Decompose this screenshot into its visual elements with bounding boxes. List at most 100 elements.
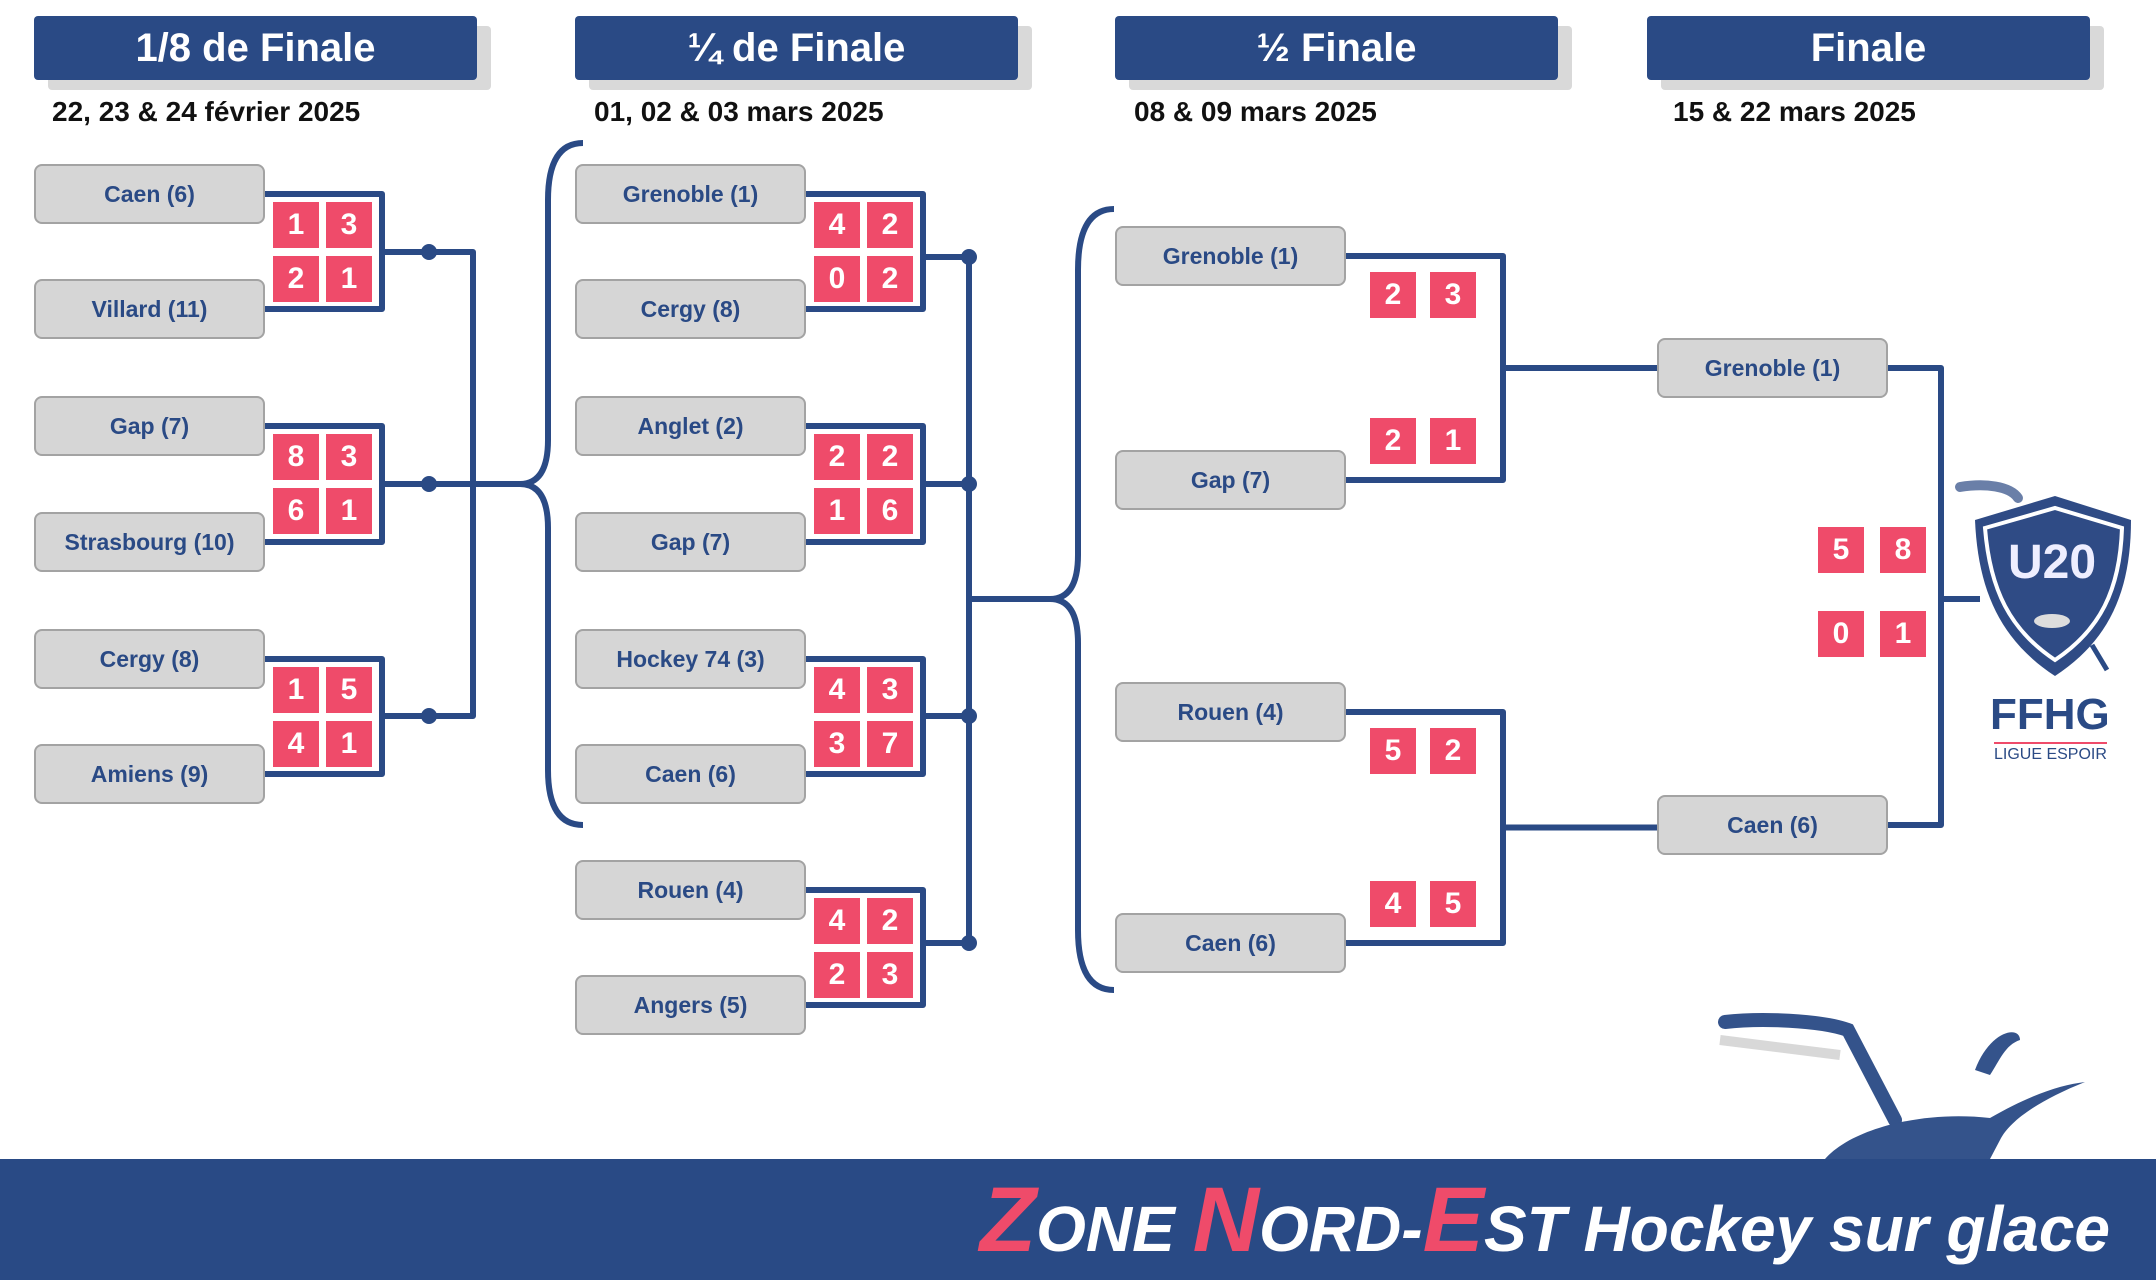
connector-dot <box>421 708 437 724</box>
score-cell: 2 <box>1370 272 1416 318</box>
team-box[interactable]: Gap (7) <box>1115 450 1346 510</box>
connector-dot <box>961 476 977 492</box>
qf-connector <box>924 254 972 946</box>
match-bracket <box>806 887 926 1008</box>
score-cell: 2 <box>814 434 860 480</box>
footer-banner <box>0 1159 2156 1280</box>
match-bracket <box>265 656 385 777</box>
score-cell: 2 <box>867 202 913 248</box>
score-cell: 1 <box>273 667 319 713</box>
score-cell: 3 <box>867 952 913 998</box>
score-cell: 2 <box>1370 418 1416 464</box>
hockey-stick-decoration <box>1718 1013 2085 1159</box>
team-box[interactable]: Caen (6) <box>34 164 265 224</box>
score-cell: 1 <box>1430 418 1476 464</box>
banner-letter: N <box>1192 1169 1260 1271</box>
banner-word: ORD- <box>1259 1193 1423 1265</box>
connector-dot <box>961 935 977 951</box>
team-box[interactable]: Grenoble (1) <box>575 164 806 224</box>
score-cell: 2 <box>273 256 319 302</box>
round-dates: 15 & 22 mars 2025 <box>1673 96 1916 127</box>
score-cell: 5 <box>1818 527 1864 573</box>
score-cell: 5 <box>1370 728 1416 774</box>
score-cell: 6 <box>867 488 913 534</box>
team-box[interactable]: Gap (7) <box>34 396 265 456</box>
banner-word: ST <box>1483 1193 1566 1265</box>
score-cell: 4 <box>814 898 860 944</box>
connector-dot <box>961 249 977 265</box>
match-bracket <box>265 423 385 545</box>
team-box[interactable]: Caen (6) <box>1657 795 1888 855</box>
score-cell: 1 <box>814 488 860 534</box>
score-cell: 3 <box>1430 272 1476 318</box>
score-cell: 7 <box>867 721 913 767</box>
round-header: ½ Finale <box>1115 16 1558 80</box>
score-cell: 3 <box>867 667 913 713</box>
team-box[interactable]: Rouen (4) <box>1115 682 1346 742</box>
score-cell: 4 <box>814 667 860 713</box>
r16-brace <box>517 140 584 828</box>
score-cell: 1 <box>326 488 372 534</box>
score-cell: 2 <box>867 256 913 302</box>
team-box[interactable]: Grenoble (1) <box>1115 226 1346 286</box>
score-cell: 4 <box>1370 881 1416 927</box>
ffhg-logo-text: FFHG <box>1990 690 2110 739</box>
u20-shield-logo: U20 <box>1955 480 2131 676</box>
team-box[interactable]: Gap (7) <box>575 512 806 572</box>
team-box[interactable]: Anglet (2) <box>575 396 806 456</box>
round-header: Finale <box>1647 16 2090 80</box>
round-dates: 08 & 09 mars 2025 <box>1134 96 1377 127</box>
score-cell: 1 <box>326 256 372 302</box>
team-box[interactable]: Hockey 74 (3) <box>575 629 806 689</box>
team-box[interactable]: Cergy (8) <box>575 279 806 339</box>
team-box[interactable]: Rouen (4) <box>575 860 806 920</box>
score-cell: 2 <box>814 952 860 998</box>
banner-letter: Z <box>979 1169 1037 1271</box>
score-cell: 4 <box>814 202 860 248</box>
match-bracket <box>806 191 926 312</box>
banner-word: ONE <box>1036 1193 1193 1265</box>
score-cell: 8 <box>1880 527 1926 573</box>
match-bracket <box>806 423 926 545</box>
svg-text:U20: U20 <box>2008 536 2096 589</box>
score-cell: 6 <box>273 488 319 534</box>
score-cell: 5 <box>326 667 372 713</box>
connector-dot <box>421 476 437 492</box>
ligue-espoir-text: LIGUE ESPOIR <box>1994 742 2107 764</box>
connector-dot <box>421 244 437 260</box>
banner-letter: E <box>1422 1169 1484 1271</box>
banner-title: ZONE NORD-EST Hockey sur glace <box>980 1168 2110 1273</box>
score-cell: 8 <box>273 434 319 480</box>
team-box[interactable]: Grenoble (1) <box>1657 338 1888 398</box>
score-cell: 1 <box>1880 611 1926 657</box>
round-dates: 01, 02 & 03 mars 2025 <box>594 96 884 127</box>
score-cell: 1 <box>273 202 319 248</box>
team-box[interactable]: Angers (5) <box>575 975 806 1035</box>
team-box[interactable]: Strasbourg (10) <box>34 512 265 572</box>
score-cell: 4 <box>273 721 319 767</box>
score-cell: 2 <box>867 898 913 944</box>
banner-word: Hockey sur glace <box>1565 1193 2111 1265</box>
team-box[interactable]: Caen (6) <box>1115 913 1346 973</box>
team-box[interactable]: Amiens (9) <box>34 744 265 804</box>
team-box[interactable]: Cergy (8) <box>34 629 265 689</box>
team-box[interactable]: Villard (11) <box>34 279 265 339</box>
score-cell: 0 <box>814 256 860 302</box>
score-cell: 3 <box>814 721 860 767</box>
score-cell: 5 <box>1430 881 1476 927</box>
round-header: ¼ de Finale <box>575 16 1018 80</box>
round-header: 1/8 de Finale <box>34 16 477 80</box>
match-bracket <box>265 191 385 312</box>
score-cell: 2 <box>867 434 913 480</box>
qf-brace <box>1047 206 1115 993</box>
team-box[interactable]: Caen (6) <box>575 744 806 804</box>
connector-dot <box>961 708 977 724</box>
score-cell: 2 <box>1430 728 1476 774</box>
score-cell: 3 <box>326 434 372 480</box>
score-cell: 0 <box>1818 611 1864 657</box>
match-bracket <box>806 656 926 777</box>
score-cell: 3 <box>326 202 372 248</box>
score-cell: 1 <box>326 721 372 767</box>
